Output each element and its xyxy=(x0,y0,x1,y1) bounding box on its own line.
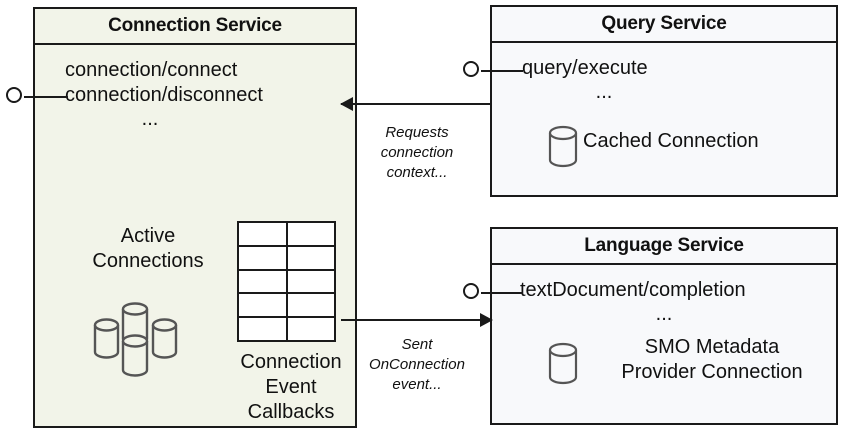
connector-label-sent-onconnection-event: Sent OnConnection event... xyxy=(369,336,465,393)
language-service-title: Language Service xyxy=(492,229,836,265)
operation-ellipsis: ... xyxy=(655,303,673,325)
lollipop-stick xyxy=(24,96,68,98)
operation-connection-disconnect: connection/disconnect xyxy=(65,84,263,106)
connector-sent-onconnection-event xyxy=(341,312,493,328)
lollipop-ball xyxy=(6,87,22,103)
language-service-body: textDocument/completion ... xyxy=(492,265,836,423)
database-cylinder-icon xyxy=(545,124,581,175)
operation-connection-connect: connection/connect xyxy=(65,59,238,81)
table-cell xyxy=(288,223,335,245)
lollipop-ball xyxy=(463,61,479,77)
arrowhead-right-icon xyxy=(480,313,493,327)
connection-service-body: connection/connect connection/disconnect… xyxy=(35,45,355,426)
component-query-service[interactable]: Query Service query/execute ... xyxy=(490,5,838,197)
table-row xyxy=(239,246,335,271)
query-service-operations: query/execute ... xyxy=(492,56,836,103)
table-cell xyxy=(288,247,335,269)
query-service-body: query/execute ... xyxy=(492,43,836,195)
connector-requests-connection-context xyxy=(340,96,492,112)
table-cell xyxy=(239,223,288,245)
table-cell xyxy=(288,318,335,340)
component-connection-service[interactable]: Connection Service connection/connect co… xyxy=(33,7,357,428)
lollipop-stick xyxy=(481,292,523,294)
operation-ellipsis: ... xyxy=(141,108,159,130)
smo-metadata-provider-connection-label: SMO Metadata Provider Connection xyxy=(621,336,803,383)
table-cell xyxy=(239,246,288,269)
operation-query-execute: query/execute xyxy=(522,57,648,79)
active-connections-label: Active Connections xyxy=(92,225,204,272)
language-service-operations: textDocument/completion ... xyxy=(492,278,836,325)
table-cell xyxy=(288,271,335,293)
arrowhead-left-icon xyxy=(340,97,353,111)
table-cell xyxy=(288,294,335,316)
table-row xyxy=(239,318,334,340)
query-service-title: Query Service xyxy=(492,7,836,43)
lollipop-ball xyxy=(463,283,479,299)
table-cell xyxy=(239,294,288,317)
connector-line xyxy=(341,103,492,105)
connection-event-callbacks-table xyxy=(237,221,336,342)
cached-connection-label: Cached Connection xyxy=(583,130,759,152)
connector-line xyxy=(341,319,492,321)
database-stack-icon xyxy=(90,297,200,382)
table-cell xyxy=(239,318,288,340)
connection-event-callbacks-label: Connection Event Callbacks xyxy=(240,351,342,423)
table-row xyxy=(239,294,335,319)
table-cell xyxy=(239,270,288,293)
connection-service-operations: connection/connect connection/disconnect… xyxy=(35,58,355,130)
table-row xyxy=(239,223,334,247)
table-row xyxy=(239,270,335,295)
operation-ellipsis: ... xyxy=(595,81,613,103)
database-cylinder-icon xyxy=(545,341,581,392)
connection-service-title: Connection Service xyxy=(35,9,355,45)
connector-label-requests-connection-context: Requests connection context... xyxy=(380,124,454,181)
lollipop-stick xyxy=(481,70,523,72)
operation-textdocument-completion: textDocument/completion xyxy=(520,279,746,301)
component-language-service[interactable]: Language Service textDocument/completion… xyxy=(490,227,838,425)
